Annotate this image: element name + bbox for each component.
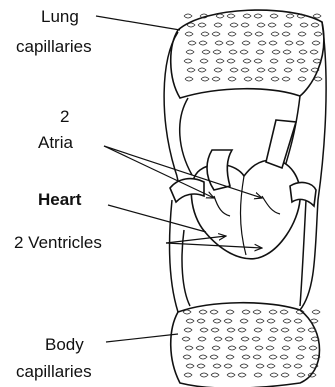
lung-leader xyxy=(96,16,180,30)
atria-label-line2: Atria xyxy=(38,133,74,152)
lung-label-line1: Lung xyxy=(41,7,79,26)
heart-label: Heart xyxy=(38,190,82,209)
body-capillary-bed xyxy=(171,303,320,387)
ventricles-label: 2 Ventricles xyxy=(14,233,102,252)
atria-label-line1: 2 xyxy=(60,107,69,126)
lung-capillary-bed xyxy=(171,10,324,98)
lung-label-line2: capillaries xyxy=(16,37,92,56)
labels: Lung capillaries 2 Atria Heart 2 Ventric… xyxy=(14,7,102,381)
body-label-line1: Body xyxy=(45,335,84,354)
body-label-line2: capillaries xyxy=(16,362,92,381)
body-leader xyxy=(106,334,178,342)
heart-leader xyxy=(108,205,206,232)
heart-illustration xyxy=(170,120,316,259)
